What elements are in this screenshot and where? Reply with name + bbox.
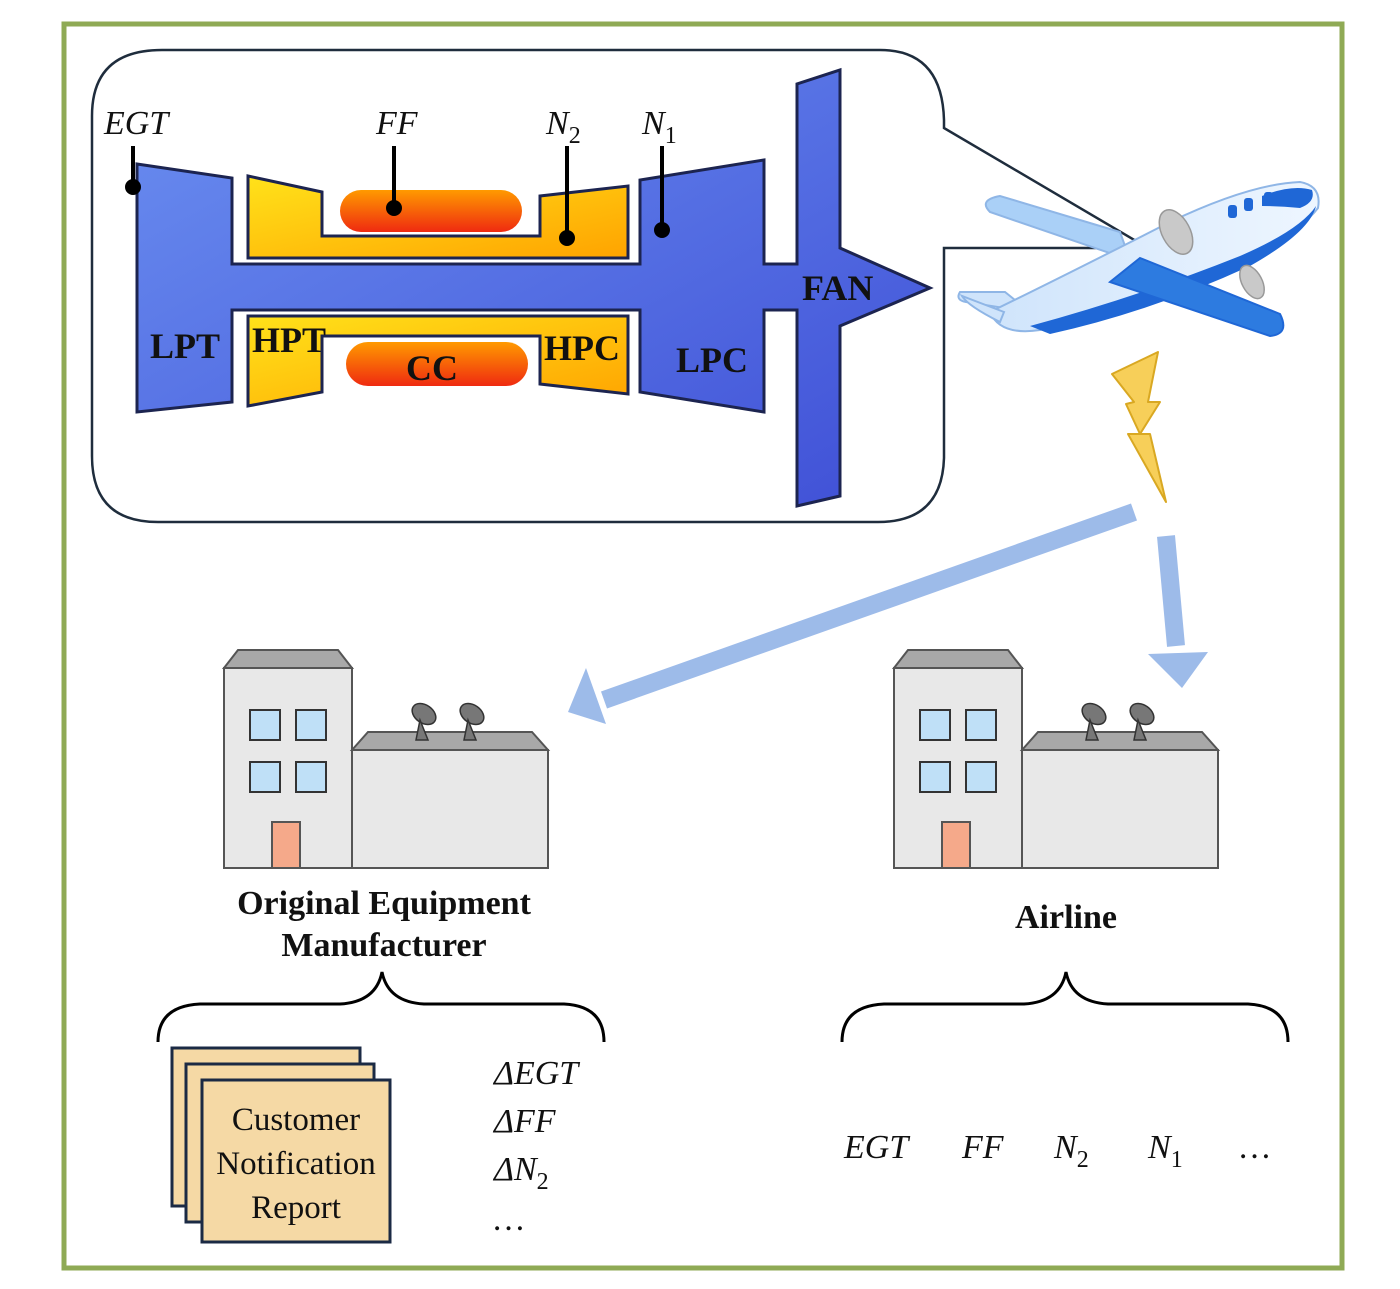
lightning-icon	[1111, 351, 1167, 503]
customer-notification-report-icon	[170, 1046, 392, 1244]
label-hpc: HPC	[544, 328, 620, 368]
oem-title-line2: Manufacturer	[281, 927, 486, 964]
egt-probe-tip	[125, 179, 141, 195]
engine-spool	[135, 67, 934, 508]
oem-building-icon	[221, 649, 551, 869]
arrow-to-oem-head	[568, 668, 606, 724]
arrow-to-oem-shaft	[600, 503, 1138, 709]
sensor-label-n2: N2	[545, 105, 581, 149]
airline-param-ellipsis: …	[1240, 1129, 1270, 1166]
label-lpc: LPC	[676, 340, 748, 380]
airline-building-icon	[891, 649, 1221, 869]
n2-probe-tip	[559, 230, 575, 246]
engine-schematic: EGT FF N2 N1 LPT HPT CC HPC LPC FAN	[103, 67, 934, 508]
airline-title: Airline	[1015, 899, 1117, 936]
airline-param-egt: EGT	[843, 1129, 910, 1166]
sensor-label-n1: N1	[641, 105, 677, 149]
oem-title-line1: Original Equipment	[237, 885, 531, 922]
combustor-upper	[340, 190, 522, 232]
arrow-to-airline-shaft	[1157, 535, 1185, 647]
report-line-1: Customer	[232, 1102, 360, 1138]
oem-brace	[156, 971, 606, 1043]
oem-param-delta-egt: ΔEGT	[492, 1055, 580, 1092]
hp-spool-upper	[246, 174, 630, 260]
sensor-label-egt: EGT	[103, 105, 170, 142]
n1-probe-tip	[654, 222, 670, 238]
airline-param-n1: N1	[1147, 1129, 1183, 1173]
report-line-3: Report	[251, 1190, 341, 1226]
sensor-label-ff: FF	[375, 105, 419, 142]
airline-param-ff: FF	[961, 1129, 1005, 1166]
report-line-2: Notification	[216, 1146, 375, 1182]
ff-probe-tip	[386, 200, 402, 216]
arrow-to-airline-head	[1148, 652, 1208, 688]
label-cc: CC	[406, 348, 458, 388]
oem-param-delta-ff: ΔFF	[492, 1103, 557, 1140]
oem-param-delta-n2: ΔN2	[492, 1151, 549, 1195]
label-fan: FAN	[802, 268, 873, 308]
label-lpt: LPT	[150, 326, 220, 366]
oem-param-ellipsis: …	[494, 1201, 524, 1238]
combustor-lower	[346, 342, 528, 386]
airplane-icon	[957, 180, 1320, 338]
label-hpt: HPT	[252, 320, 326, 360]
data-flow-arrows	[568, 503, 1208, 724]
hp-spool-lower	[246, 314, 630, 408]
airline-param-n2: N2	[1053, 1129, 1089, 1173]
airline-brace	[840, 971, 1290, 1043]
